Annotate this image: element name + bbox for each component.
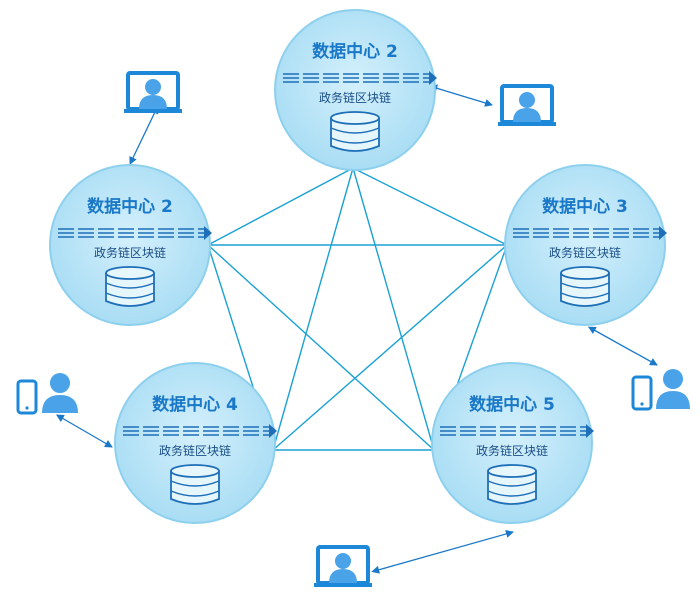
data-center-node-right: 数据中心 3 政务链区块链 [504, 164, 667, 326]
node-circle [49, 164, 211, 326]
database-icon [487, 464, 537, 505]
database-icon [560, 266, 610, 307]
node-subtitle: 政务链区块链 [159, 443, 231, 458]
link-phone-user-left [55, 414, 113, 448]
node-subtitle: 政务链区块链 [319, 90, 391, 105]
data-center-node-left: 数据中心 2 政务链区块链 [49, 164, 212, 326]
link-monitor-bottom [371, 530, 514, 574]
mesh-link-right-bleft [272, 244, 508, 451]
data-center-node-bright: 数据中心 5 政务链区块链 [431, 362, 594, 524]
mesh-link-top-bright [352, 167, 435, 451]
database-icon [105, 266, 155, 307]
phone-user-icon [631, 369, 690, 411]
node-title: 数据中心 5 [469, 394, 555, 415]
node-title: 数据中心 3 [542, 196, 628, 217]
phone-user-icon [16, 373, 78, 415]
node-circle [431, 362, 593, 524]
client-links [55, 84, 658, 574]
node-circle [114, 362, 276, 524]
node-circle [504, 164, 666, 326]
link-monitor-top-right [429, 84, 493, 107]
computer-user-icon [314, 545, 372, 587]
node-subtitle: 政务链区块链 [476, 443, 548, 458]
blockchain-chain-icon [440, 424, 594, 438]
node-circle [274, 9, 436, 171]
computer-user-icon [498, 84, 556, 126]
node-title: 数据中心 4 [152, 394, 238, 415]
data-center-node-top: 数据中心 2 政务链区块链 [274, 9, 437, 171]
computer-user-icon [124, 71, 182, 113]
node-subtitle: 政务链区块链 [94, 245, 166, 260]
link-phone-user-right [587, 326, 658, 366]
database-icon [170, 464, 220, 505]
node-title: 数据中心 2 [312, 41, 398, 62]
mesh-link-left-bright [207, 244, 435, 451]
database-icon [330, 111, 380, 152]
mesh-link-top-bleft [272, 167, 354, 451]
node-title: 数据中心 2 [87, 196, 173, 217]
data-center-node-bleft: 数据中心 4 政务链区块链 [114, 362, 277, 524]
blockchain-chain-icon [123, 424, 277, 438]
mesh-link-top-right [352, 167, 508, 246]
mesh-link-top-left [207, 167, 354, 246]
blockchain-chain-icon [283, 71, 437, 85]
blockchain-chain-icon [513, 226, 667, 240]
link-monitor-top-left [129, 105, 159, 165]
blockchain-chain-icon [58, 226, 212, 240]
mesh-links [207, 167, 508, 451]
node-subtitle: 政务链区块链 [549, 245, 621, 260]
